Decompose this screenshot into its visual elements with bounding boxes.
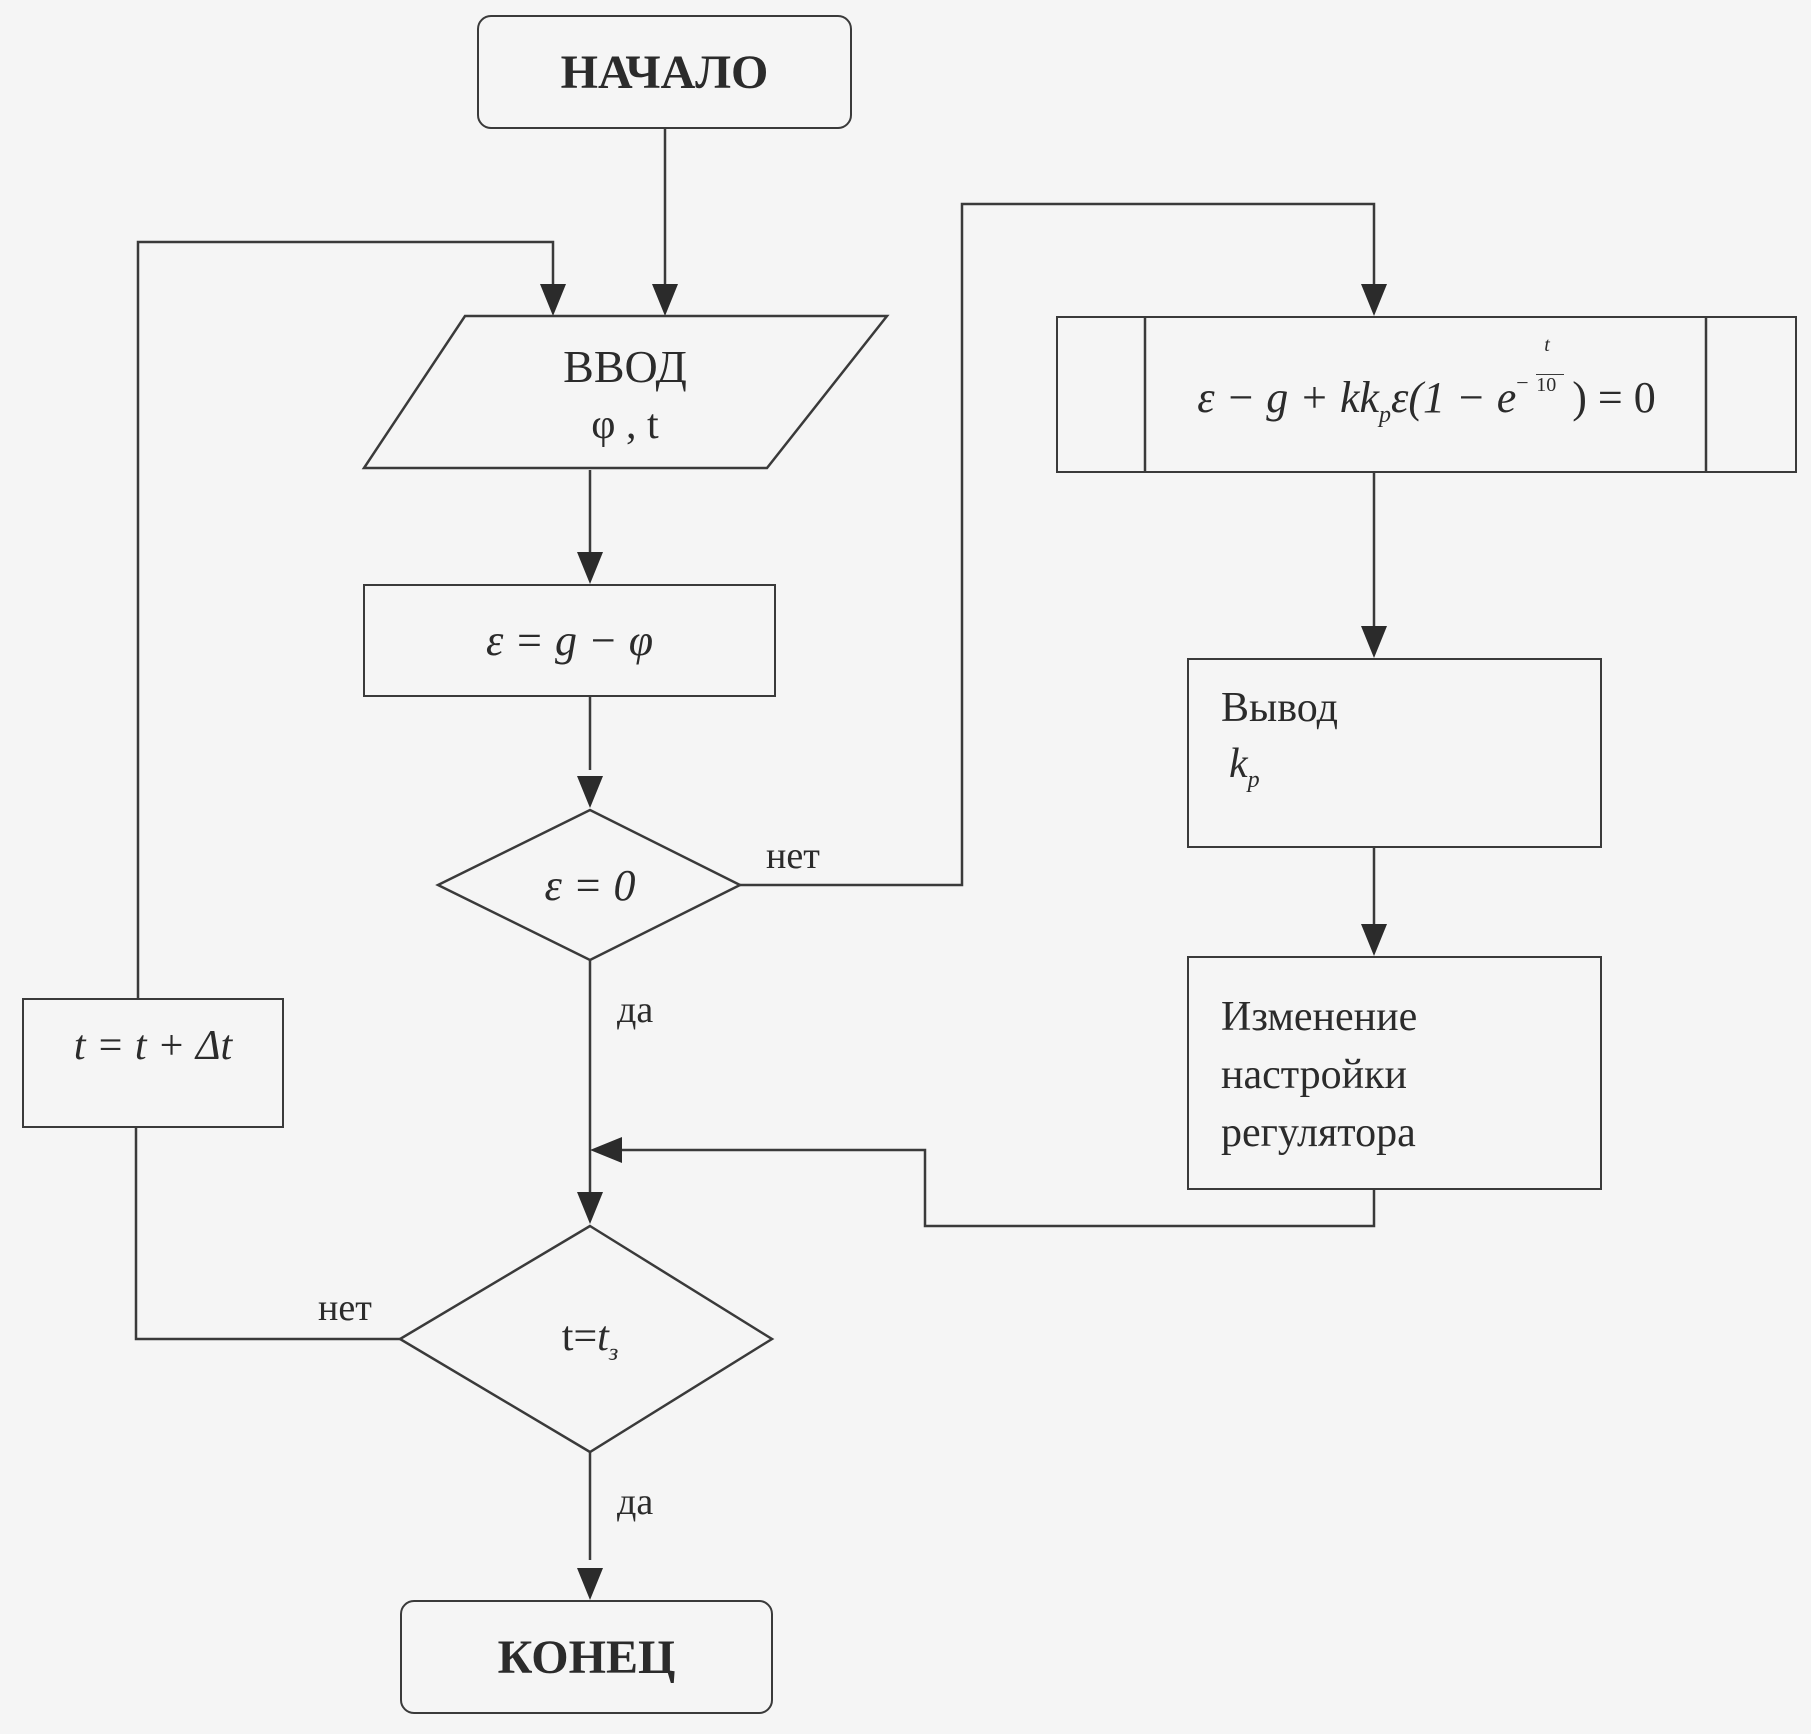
arrowhead — [1361, 924, 1387, 956]
compute-error-process: ε = g − φ — [363, 584, 776, 697]
subroutine-equation: ε − g + kkpε(1 − e − t 10 ) = 0 — [1197, 334, 1656, 428]
increment-time-label: t = t + Δt — [73, 1023, 233, 1069]
arrowhead — [577, 552, 603, 584]
edge-time-no-to-increment — [134, 1128, 400, 1341]
decision-time-label: t=tз — [561, 1314, 619, 1366]
arrowhead — [1361, 284, 1387, 316]
decision-time-shape — [397, 1224, 775, 1454]
input-title: ВВОД — [563, 341, 687, 392]
edge-adjust-to-merge — [620, 1148, 1376, 1228]
output-title: Вывод — [1221, 685, 1338, 731]
arrowhead — [577, 776, 603, 808]
decision-time: t=tз — [500, 1305, 680, 1375]
decision-error-label: ε = 0 — [544, 860, 636, 910]
arrowhead — [652, 284, 678, 316]
edge-label-time-no: нет — [318, 1287, 372, 1329]
arrowhead — [577, 1568, 603, 1600]
edge-label-time-yes: да — [617, 1481, 654, 1523]
adjust-line-1: Изменение — [1221, 994, 1418, 1040]
start-label: НАЧАЛО — [560, 45, 769, 99]
adjust-line-2: настройки — [1221, 1052, 1407, 1098]
edge-label-error-yes: да — [617, 989, 654, 1031]
compute-error-label: ε = g − φ — [485, 616, 654, 665]
arrowhead — [1361, 626, 1387, 658]
input-shape — [361, 314, 890, 470]
output-var: kp — [1229, 741, 1260, 793]
increment-time-process: t = t + Δt — [22, 998, 284, 1128]
edge-decision-no-to-subroutine — [740, 202, 1376, 887]
edge-loop-to-input — [136, 240, 555, 998]
subroutine-predefined-process: ε − g + kkpε(1 − e − t 10 ) = 0 — [1056, 316, 1797, 473]
arrowhead — [590, 1137, 622, 1163]
start-terminal: НАЧАЛО — [477, 15, 852, 129]
output-node: Вывод kp — [1187, 658, 1602, 848]
input-node: ВВОД φ , t — [465, 326, 785, 466]
adjust-line-3: регулятора — [1221, 1110, 1416, 1156]
decision-error-shape — [435, 808, 743, 962]
end-terminal: КОНЕЦ — [400, 1600, 773, 1714]
input-vars: φ , t — [591, 402, 659, 448]
exponent: − t 10 — [1516, 334, 1572, 400]
arrowhead — [577, 1192, 603, 1224]
edge-label-error-no: нет — [766, 835, 820, 877]
decision-error: ε = 0 — [500, 850, 680, 920]
arrowhead — [540, 284, 566, 316]
adjust-regulator-process: Изменение настройки регулятора — [1187, 956, 1602, 1190]
end-label: КОНЕЦ — [497, 1630, 676, 1684]
